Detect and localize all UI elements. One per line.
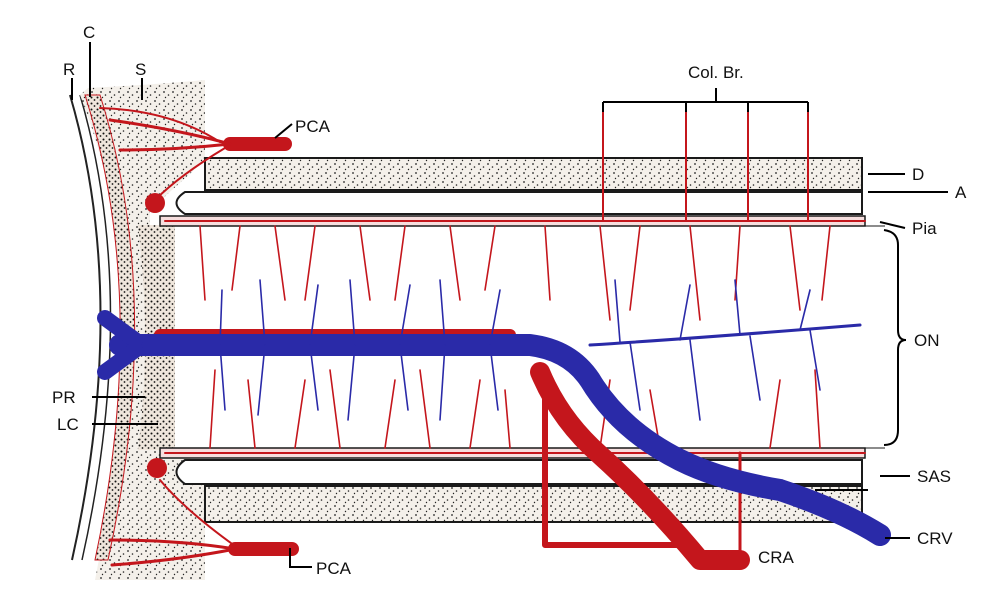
- label-pia: Pia: [912, 219, 937, 238]
- central-retinal-vein: [109, 334, 891, 546]
- veins: [97, 279, 891, 546]
- arachnoid-top: [175, 191, 863, 215]
- label-retina: R: [63, 60, 75, 79]
- label-pca-top: PCA: [295, 117, 331, 136]
- dura-top: [204, 157, 863, 191]
- label-prelaminar: PR: [52, 388, 76, 407]
- vein-branches: [219, 279, 821, 421]
- leader-lines: [71, 42, 948, 568]
- label-central-retinal-artery: CRA: [758, 548, 795, 567]
- label-lamina-cribrosa: LC: [57, 415, 79, 434]
- label-sclera: S: [135, 60, 146, 79]
- label-pca-bottom: PCA: [316, 559, 352, 578]
- pial-branches-bottom: [209, 369, 821, 449]
- label-subarachnoid-space: SAS: [917, 467, 951, 486]
- label-central-retinal-vein: CRV: [917, 529, 953, 548]
- label-arachnoid: A: [955, 183, 967, 202]
- choroid-band: [84, 94, 136, 561]
- central-retinal-artery: [530, 362, 750, 570]
- circle-of-zinn-bottom: [147, 458, 167, 478]
- label-optic-nerve: ON: [914, 331, 940, 350]
- pial-branches-top: [199, 225, 831, 321]
- label-choroid: C: [83, 23, 95, 42]
- circle-of-zinn-top: [145, 193, 165, 213]
- label-collateral-branches: Col. Br.: [688, 63, 744, 82]
- label-dura: D: [912, 165, 924, 184]
